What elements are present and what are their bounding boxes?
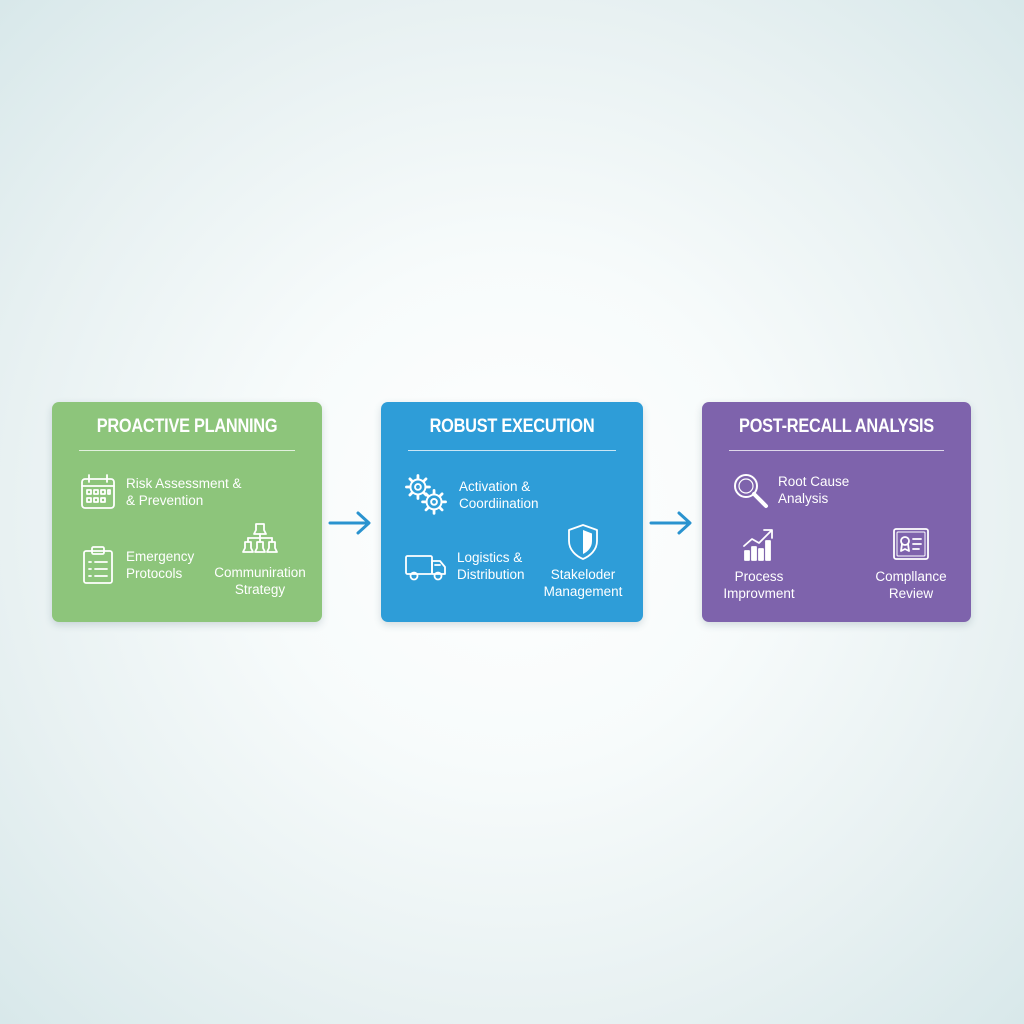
arrow-right-icon <box>328 511 371 535</box>
item-label: Logistics & Distribution <box>457 550 525 582</box>
stage-card-robust-execution: ROBUST EXECUTION <box>381 402 643 622</box>
delivery-truck-icon <box>405 555 446 581</box>
item-label: Process Improvment <box>723 569 795 601</box>
clipboard-checklist-icon <box>83 546 113 584</box>
stage-card-post-recall-analysis: POST-RECALL ANALYSIS Root Cause Analysis… <box>702 402 971 622</box>
title-divider <box>729 450 944 451</box>
shield-icon <box>568 524 598 560</box>
stage-item-risk-assessment: Risk Assessment & & Prevention <box>78 472 242 512</box>
item-label: Stakeloder Management <box>543 567 623 599</box>
growth-chart-icon <box>743 529 773 561</box>
stage-item-compliance-review: Compllance Review <box>866 524 956 602</box>
stage-item-process-improvement: Process Improvment <box>714 524 804 602</box>
stage-item-communication-strategy: Communiration Strategy <box>210 520 310 598</box>
stage-title: PROACTIVE PLANNING <box>96 416 278 437</box>
title-divider <box>79 450 295 451</box>
arrow-right-icon <box>649 511 692 535</box>
certificate-icon <box>893 528 929 560</box>
item-label: Compllance Review <box>875 569 947 601</box>
stage-item-stakeholder-management: Stakeloder Management <box>533 522 633 600</box>
magnifier-icon <box>734 474 768 508</box>
gears-icon <box>405 474 447 515</box>
stage-item-root-cause-analysis: Root Cause Analysis <box>730 470 849 510</box>
item-label: Activation & Coordiination <box>459 479 539 511</box>
item-label: Root Cause Analysis <box>778 474 850 506</box>
stage-item-activation-coordination: Activation & Coordiination <box>401 472 539 518</box>
item-label: Emergency Protocols <box>126 549 195 581</box>
stage-title: POST-RECALL ANALYSIS <box>739 416 934 437</box>
stage-title: ROBUST EXECUTION <box>429 416 595 437</box>
item-label: Risk Assessment & & Prevention <box>126 476 242 508</box>
calendar-icon <box>81 474 115 509</box>
stage-item-logistics-distribution: Logistics & Distribution <box>403 546 525 586</box>
org-chart-icon <box>242 523 278 553</box>
title-divider <box>408 450 616 451</box>
item-label: Communiration Strategy <box>214 565 306 597</box>
stage-card-proactive-planning: PROACTIVE PLANNING Risk Assessment & & P… <box>52 402 322 622</box>
stage-item-emergency-protocols: Emergency Protocols <box>78 545 194 585</box>
